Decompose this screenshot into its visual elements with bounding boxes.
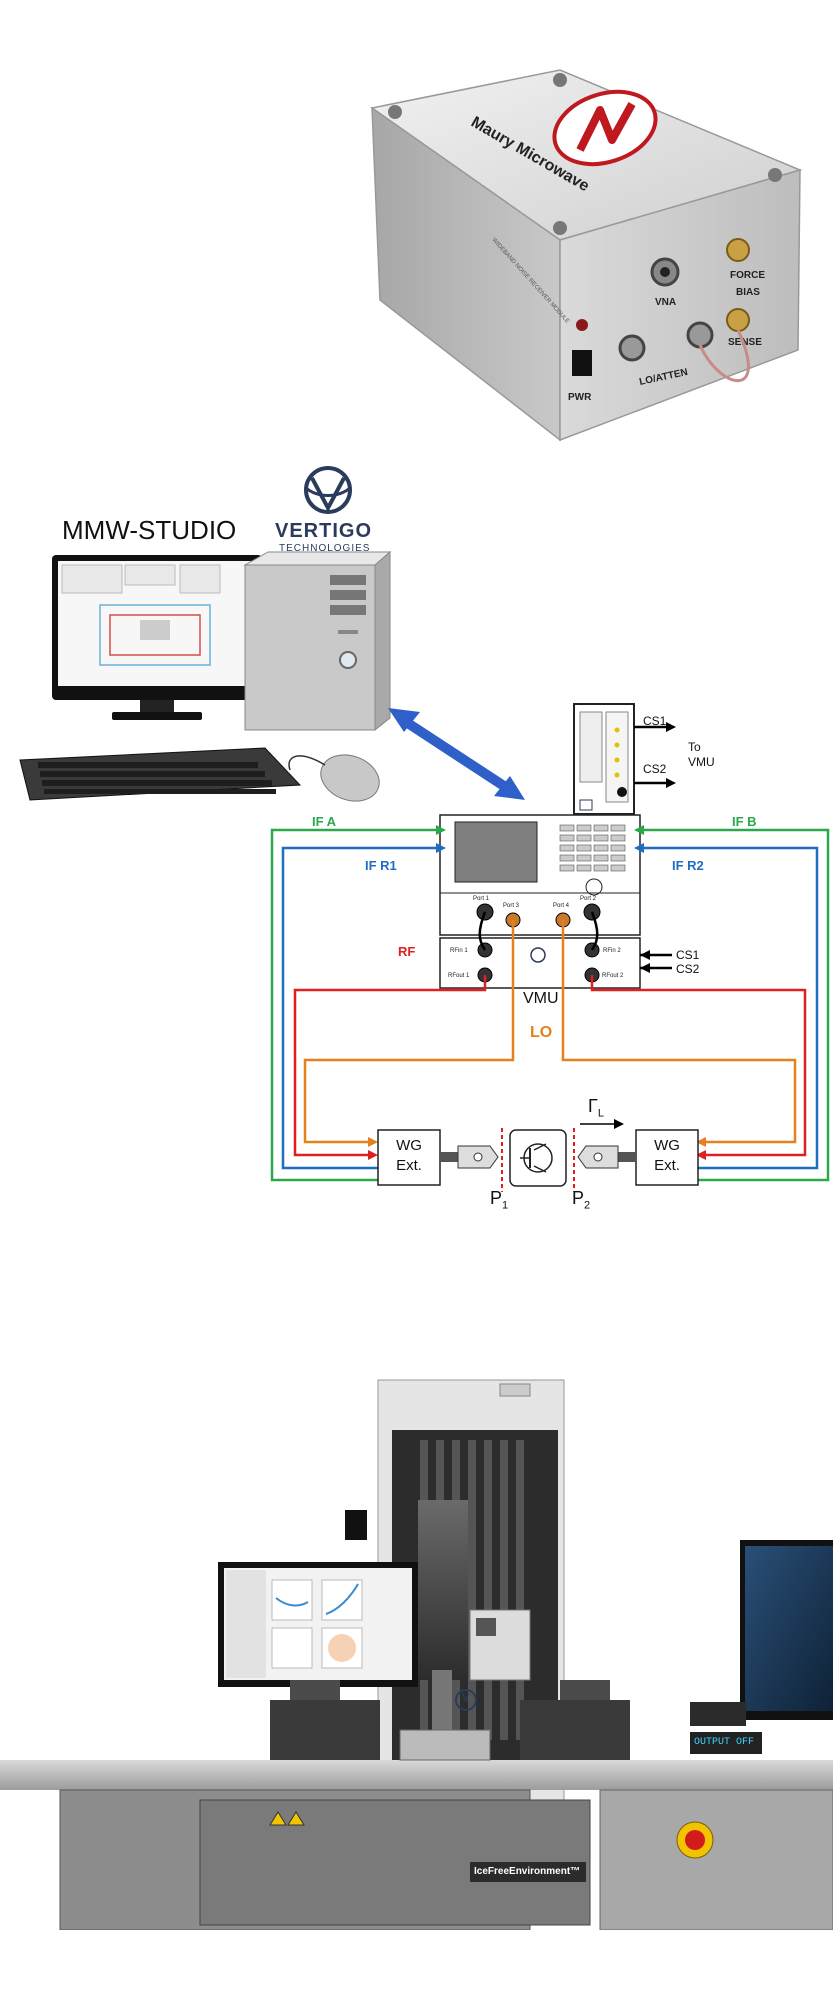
svg-text:SENSE: SENSE [728, 337, 762, 348]
probe-station-illustration [0, 1379, 833, 1930]
lo-line-left [303, 920, 515, 1144]
to-vmu-label: To VMU [688, 740, 715, 769]
force-connector [726, 238, 750, 262]
wg-ext-right-label: WG Ext. [654, 1137, 680, 1174]
pc-tower [244, 564, 376, 731]
p1-label: P1 [490, 1188, 509, 1212]
if-a-line [270, 828, 440, 1182]
if-b-line [640, 828, 830, 1182]
svg-text:Port 1: Port 1 [473, 896, 490, 902]
output-readout-text: OUTPUT OFF [694, 1737, 755, 1748]
if-a-label: IF A [312, 814, 337, 829]
cs1-label: CS1 [643, 714, 667, 728]
jumper-cable [698, 329, 750, 383]
rf-line-right [590, 975, 807, 1157]
svg-text:FORCE: FORCE [730, 270, 765, 281]
vmu-box [439, 937, 641, 989]
receiver-module-illustration: Maury Microwave PWR VNA FORCE BIAS SENSE… [370, 69, 803, 442]
svg-text:VNA: VNA [655, 297, 676, 308]
lo-connector [618, 334, 646, 362]
p2-label: P2 [572, 1188, 591, 1212]
rf-line-left [293, 975, 487, 1157]
pwr-switch [572, 350, 592, 376]
svg-text:RFout 1: RFout 1 [448, 973, 470, 979]
svg-text:Port 3: Port 3 [503, 903, 520, 909]
svg-text:Port 4: Port 4 [553, 903, 570, 909]
pwr-led [576, 319, 588, 331]
wg-ext-left-label: WG Ext. [396, 1137, 422, 1174]
comm-arrow-icon [388, 708, 525, 800]
system-diagram-drawing: Port 1 Port 3 Port 4 Port 2 RFin 1 RFout… [19, 466, 830, 1192]
if-r1-line [281, 846, 440, 1170]
svg-text:PWR: PWR [568, 392, 592, 403]
mouse-icon [320, 754, 380, 802]
software-title: MMW-STUDIO [62, 515, 237, 545]
chuck-logo-text: V [462, 1692, 470, 1704]
vertigo-subtitle: TECHNOLOGIES [279, 543, 371, 554]
gamma-l-label: ΓL [588, 1096, 605, 1120]
vmu-label: VMU [523, 990, 559, 1007]
rf-label: RF [398, 944, 416, 959]
if-r2-label: IF R2 [672, 858, 704, 873]
vna-screen [454, 821, 538, 883]
lo-label: LO [530, 1024, 553, 1041]
probe-station-photo: IceFreeEnvironment™ OUTPUT OFF V [0, 1370, 833, 1930]
ice-free-label: IceFreeEnvironment™ [474, 1866, 581, 1877]
svg-text:RFin 1: RFin 1 [450, 948, 468, 954]
if-r1-label: IF R1 [365, 858, 397, 873]
box-front-face [559, 168, 801, 442]
cs2-right-label: CS2 [676, 962, 700, 976]
wg-ext-left [377, 1129, 441, 1186]
cs1-right-label: CS1 [676, 948, 700, 962]
cs2-label: CS2 [643, 762, 667, 776]
monitor-stand [140, 700, 174, 712]
vertigo-logo-icon [304, 466, 352, 514]
if-r2-line [640, 846, 819, 1170]
vertigo-name: VERTIGO [275, 520, 373, 542]
if-b-label: IF B [732, 814, 757, 829]
ice-free-label-plate [470, 1862, 586, 1882]
svg-text:RFin 2: RFin 2 [603, 948, 621, 954]
keyboard-icon [19, 747, 302, 801]
output-readout [690, 1732, 762, 1754]
svg-text:RFout 2: RFout 2 [602, 973, 624, 979]
wg-ext-right [635, 1129, 699, 1186]
svg-text:BIAS: BIAS [736, 287, 760, 298]
dut-transistor [509, 1129, 567, 1187]
svg-text:Port 2: Port 2 [580, 896, 597, 902]
lo-line-right [561, 920, 797, 1144]
